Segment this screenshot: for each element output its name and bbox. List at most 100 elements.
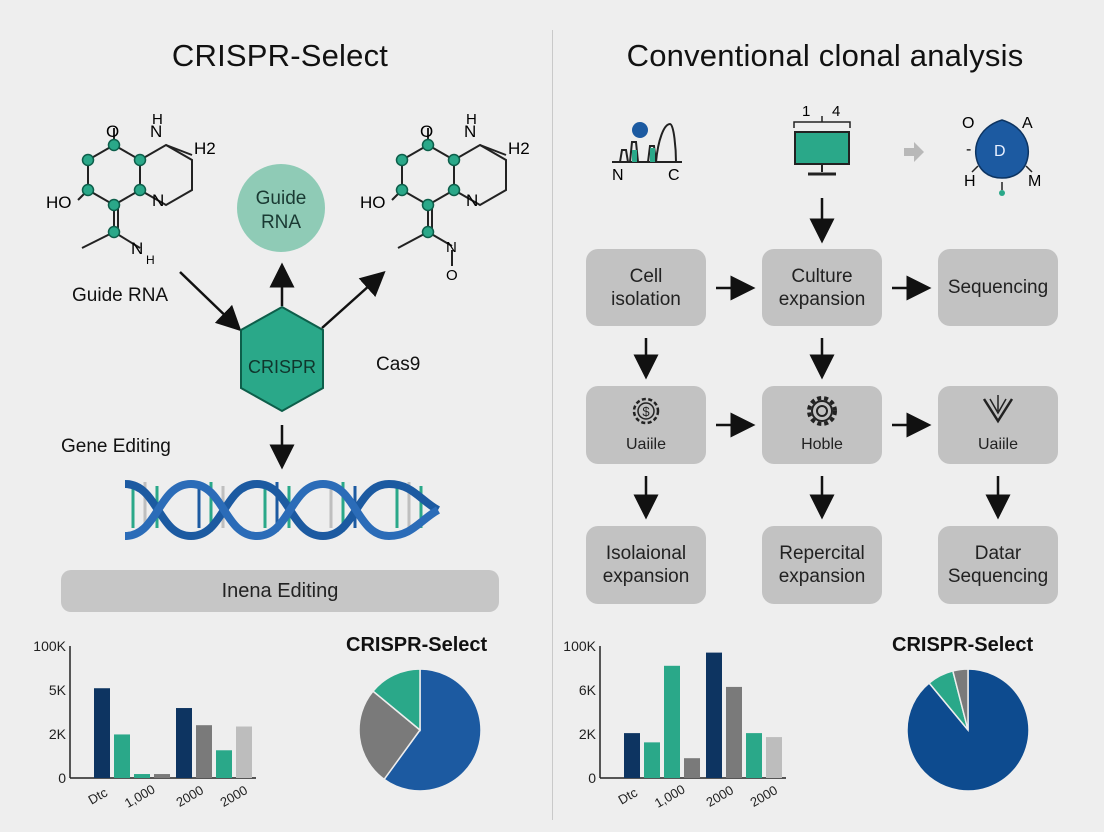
gear-icon	[807, 396, 837, 426]
bar-right-bar-0	[624, 733, 640, 778]
pie-left-slice-2	[371, 668, 421, 732]
svg-text:M: M	[1028, 173, 1041, 190]
mol-right-ho: HO	[360, 193, 386, 212]
mol-left-hsub: H	[146, 253, 155, 267]
cas9-label: Cas9	[376, 354, 421, 375]
svg-text:1: 1	[802, 103, 810, 120]
bar-right-xtick-1: 1,000	[652, 781, 688, 810]
bar-right-xtick-0: Dtc	[616, 784, 641, 807]
mol-right-no: N	[446, 239, 457, 256]
guide-rna-bubble-line2: RNA	[261, 212, 301, 233]
bar-right-bar-5	[726, 686, 742, 778]
uaiile-label-1: Uaiile	[625, 436, 666, 453]
mol-left-n2: N	[152, 191, 164, 210]
bar-right-bar-7	[766, 737, 782, 778]
mol-left-n3: N	[131, 239, 143, 258]
dollar-gear-icon: $	[632, 397, 660, 425]
dna-helix	[124, 479, 441, 541]
guide-rna-bubble-line1: Guide	[256, 188, 307, 209]
bar-left-xtick-0: Dtc	[86, 784, 111, 807]
bar-left-bar-6	[216, 750, 232, 778]
mol-left-h: H	[152, 111, 163, 128]
pie-left-title: CRISPR-Select	[346, 634, 488, 656]
bar-right-bar-1	[644, 742, 660, 778]
svg-text:$: $	[642, 404, 650, 419]
mol-right-o2: O	[446, 267, 458, 284]
peak-dot	[632, 122, 648, 138]
mol-left-o: O	[106, 122, 119, 141]
crispr-hexagon	[240, 305, 324, 413]
bar-left-xtick-1: 1,000	[122, 781, 158, 810]
bar-left-bar-0	[94, 688, 110, 778]
gene-editing-label: Gene Editing	[61, 436, 171, 457]
mol-right-h2: H2	[508, 139, 530, 158]
left-molecules-and-arrows: O N H H2 HO N N H O N H H2 H	[46, 111, 530, 541]
bar-left-xtick-3: 2000	[217, 782, 250, 809]
guide-rna-label: Guide RNA	[72, 285, 169, 306]
mol-left-n: N	[150, 122, 162, 141]
uaiile-box-1: $ Uaiile	[586, 386, 706, 464]
bar-right-ytick-1: 6K	[579, 682, 597, 698]
bar-left-xtick-2: 2000	[173, 782, 206, 809]
svg-text:O: O	[962, 115, 974, 132]
datar-sequencing-box: Datar Sequencing	[938, 526, 1058, 604]
culture-expansion-box: Culture expansion	[762, 249, 882, 326]
guide-rna-bubble	[237, 164, 325, 252]
editing-band: Inena Editing	[61, 570, 499, 612]
left-title: CRISPR-Select	[171, 38, 389, 73]
bar-right-bar-6	[746, 733, 762, 778]
svg-text:C: C	[668, 167, 680, 184]
bar-right-xtick-2: 2000	[703, 782, 736, 809]
drop-icon	[974, 119, 1030, 179]
bar-left-ytick-2: 2K	[49, 726, 67, 742]
cell-isolation-box: Cell isolation	[586, 249, 706, 326]
bar-left-ytick-1: 5K	[49, 682, 67, 698]
bar-right-bar-2	[664, 665, 680, 778]
bar-left-bar-2	[134, 774, 150, 778]
svg-text:D: D	[994, 143, 1006, 160]
hoble-label: Hoble	[801, 436, 843, 453]
svg-text:N: N	[612, 167, 624, 184]
panel-divider	[552, 30, 553, 820]
bar-right-xtick-3: 2000	[747, 782, 780, 809]
bar-left-bar-7	[236, 726, 252, 778]
pie-left-slice-1	[358, 690, 422, 781]
mol-right-n: N	[464, 122, 476, 141]
bar-left-ytick-3: 0	[58, 770, 66, 786]
molecule-right-nodes	[395, 138, 461, 239]
svg-text:A: A	[1022, 115, 1033, 132]
mol-right-n2: N	[466, 191, 478, 210]
monitor-icon	[793, 116, 851, 176]
bar-left-ytick-0: 100K	[33, 638, 66, 654]
funnel-check-icon	[982, 395, 1014, 424]
mol-left-h2: H2	[194, 139, 216, 158]
isolaional-expansion-box: Isolaional expansion	[586, 526, 706, 604]
pie-right-title: CRISPR-Select	[892, 634, 1034, 656]
uaiile-label-2: Uaiile	[977, 436, 1018, 453]
bar-left-bar-3	[154, 774, 170, 778]
svg-text:H: H	[964, 173, 976, 190]
bar-left-bar-4	[176, 708, 192, 778]
mol-right-h: H	[466, 111, 477, 128]
repercital-expansion-box: Repercital expansion	[762, 526, 882, 604]
bar-left-bar-5	[196, 725, 212, 778]
crispr-hex-label: CRISPR	[247, 357, 316, 377]
pie-left-slice-0	[383, 668, 482, 792]
bar-right-ytick-0: 100K	[563, 638, 596, 654]
grey-arrow-icon	[904, 142, 924, 162]
svg-text:4: 4	[832, 103, 840, 120]
uaiile-box-2: Uaiile	[938, 386, 1058, 464]
mol-right-o: O	[420, 122, 433, 141]
bar-right-bar-4	[706, 652, 722, 778]
pie-chart-right	[906, 668, 1030, 792]
bar-right-ytick-3: 0	[588, 770, 596, 786]
sequencing-box: Sequencing	[938, 249, 1058, 326]
mol-left-ho: HO	[46, 193, 72, 212]
pie-right-slice-2	[951, 668, 969, 731]
molecule-left-nodes	[81, 138, 147, 239]
right-top-icons: N C 1 4 D O A - H M	[612, 103, 1041, 520]
bar-left-bar-1	[114, 734, 130, 778]
